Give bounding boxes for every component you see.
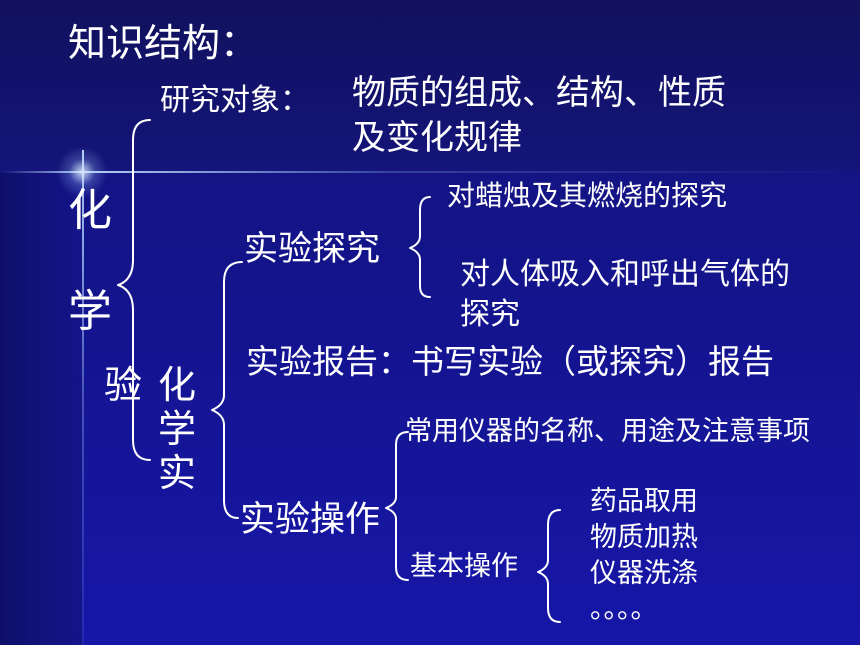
basic-item-washing: 仪器洗涤 — [590, 558, 698, 589]
research-object-line-2: 及变化规律 — [352, 118, 522, 158]
light-glow-decoration — [56, 146, 108, 198]
vertical-accent-line — [82, 150, 84, 645]
basic-item-ellipsis: 。。。。 — [590, 594, 658, 625]
explore-item-candle: 对蜡烛及其燃烧的探究 — [447, 179, 728, 212]
operation-item-instruments: 常用仪器的名称、用途及注意事项 — [405, 416, 810, 447]
experiment-operation-label: 实验操作 — [240, 500, 381, 540]
research-object-label: 研究对象： — [160, 83, 310, 118]
basic-item-heating: 物质加热 — [590, 522, 698, 553]
sub-vertical-char-xue: 学 — [158, 407, 197, 451]
explore-item-breath-line-2: 探究 — [460, 297, 520, 332]
brace-main — [117, 119, 151, 461]
basic-item-reagent: 药品取用 — [590, 486, 698, 517]
explore-item-breath-line-1: 对人体吸入和呼出气体的 — [460, 257, 790, 292]
char-yan: 验 — [104, 363, 143, 407]
brace-operation — [385, 431, 409, 581]
sub-vertical-char-hua: 化 — [158, 363, 197, 407]
basic-operation-label: 基本操作 — [410, 551, 518, 582]
header-band — [0, 0, 860, 172]
brace-chemistry-experiment — [211, 261, 243, 519]
sub-vertical-char-shi: 实 — [158, 451, 197, 495]
brace-explore — [409, 196, 431, 298]
research-object-line-1: 物质的组成、结构、性质 — [352, 73, 726, 113]
vertical-char-xue: 学 — [68, 286, 112, 337]
experiment-explore-label: 实验探究 — [244, 229, 380, 269]
brace-basic — [537, 509, 561, 623]
vertical-char-hua: 化 — [68, 185, 112, 236]
horizontal-accent-line — [0, 171, 860, 173]
page-title: 知识结构： — [68, 21, 259, 65]
experiment-report-label: 实验报告：书写实验（或探究）报告 — [246, 342, 774, 381]
left-band — [0, 172, 82, 645]
